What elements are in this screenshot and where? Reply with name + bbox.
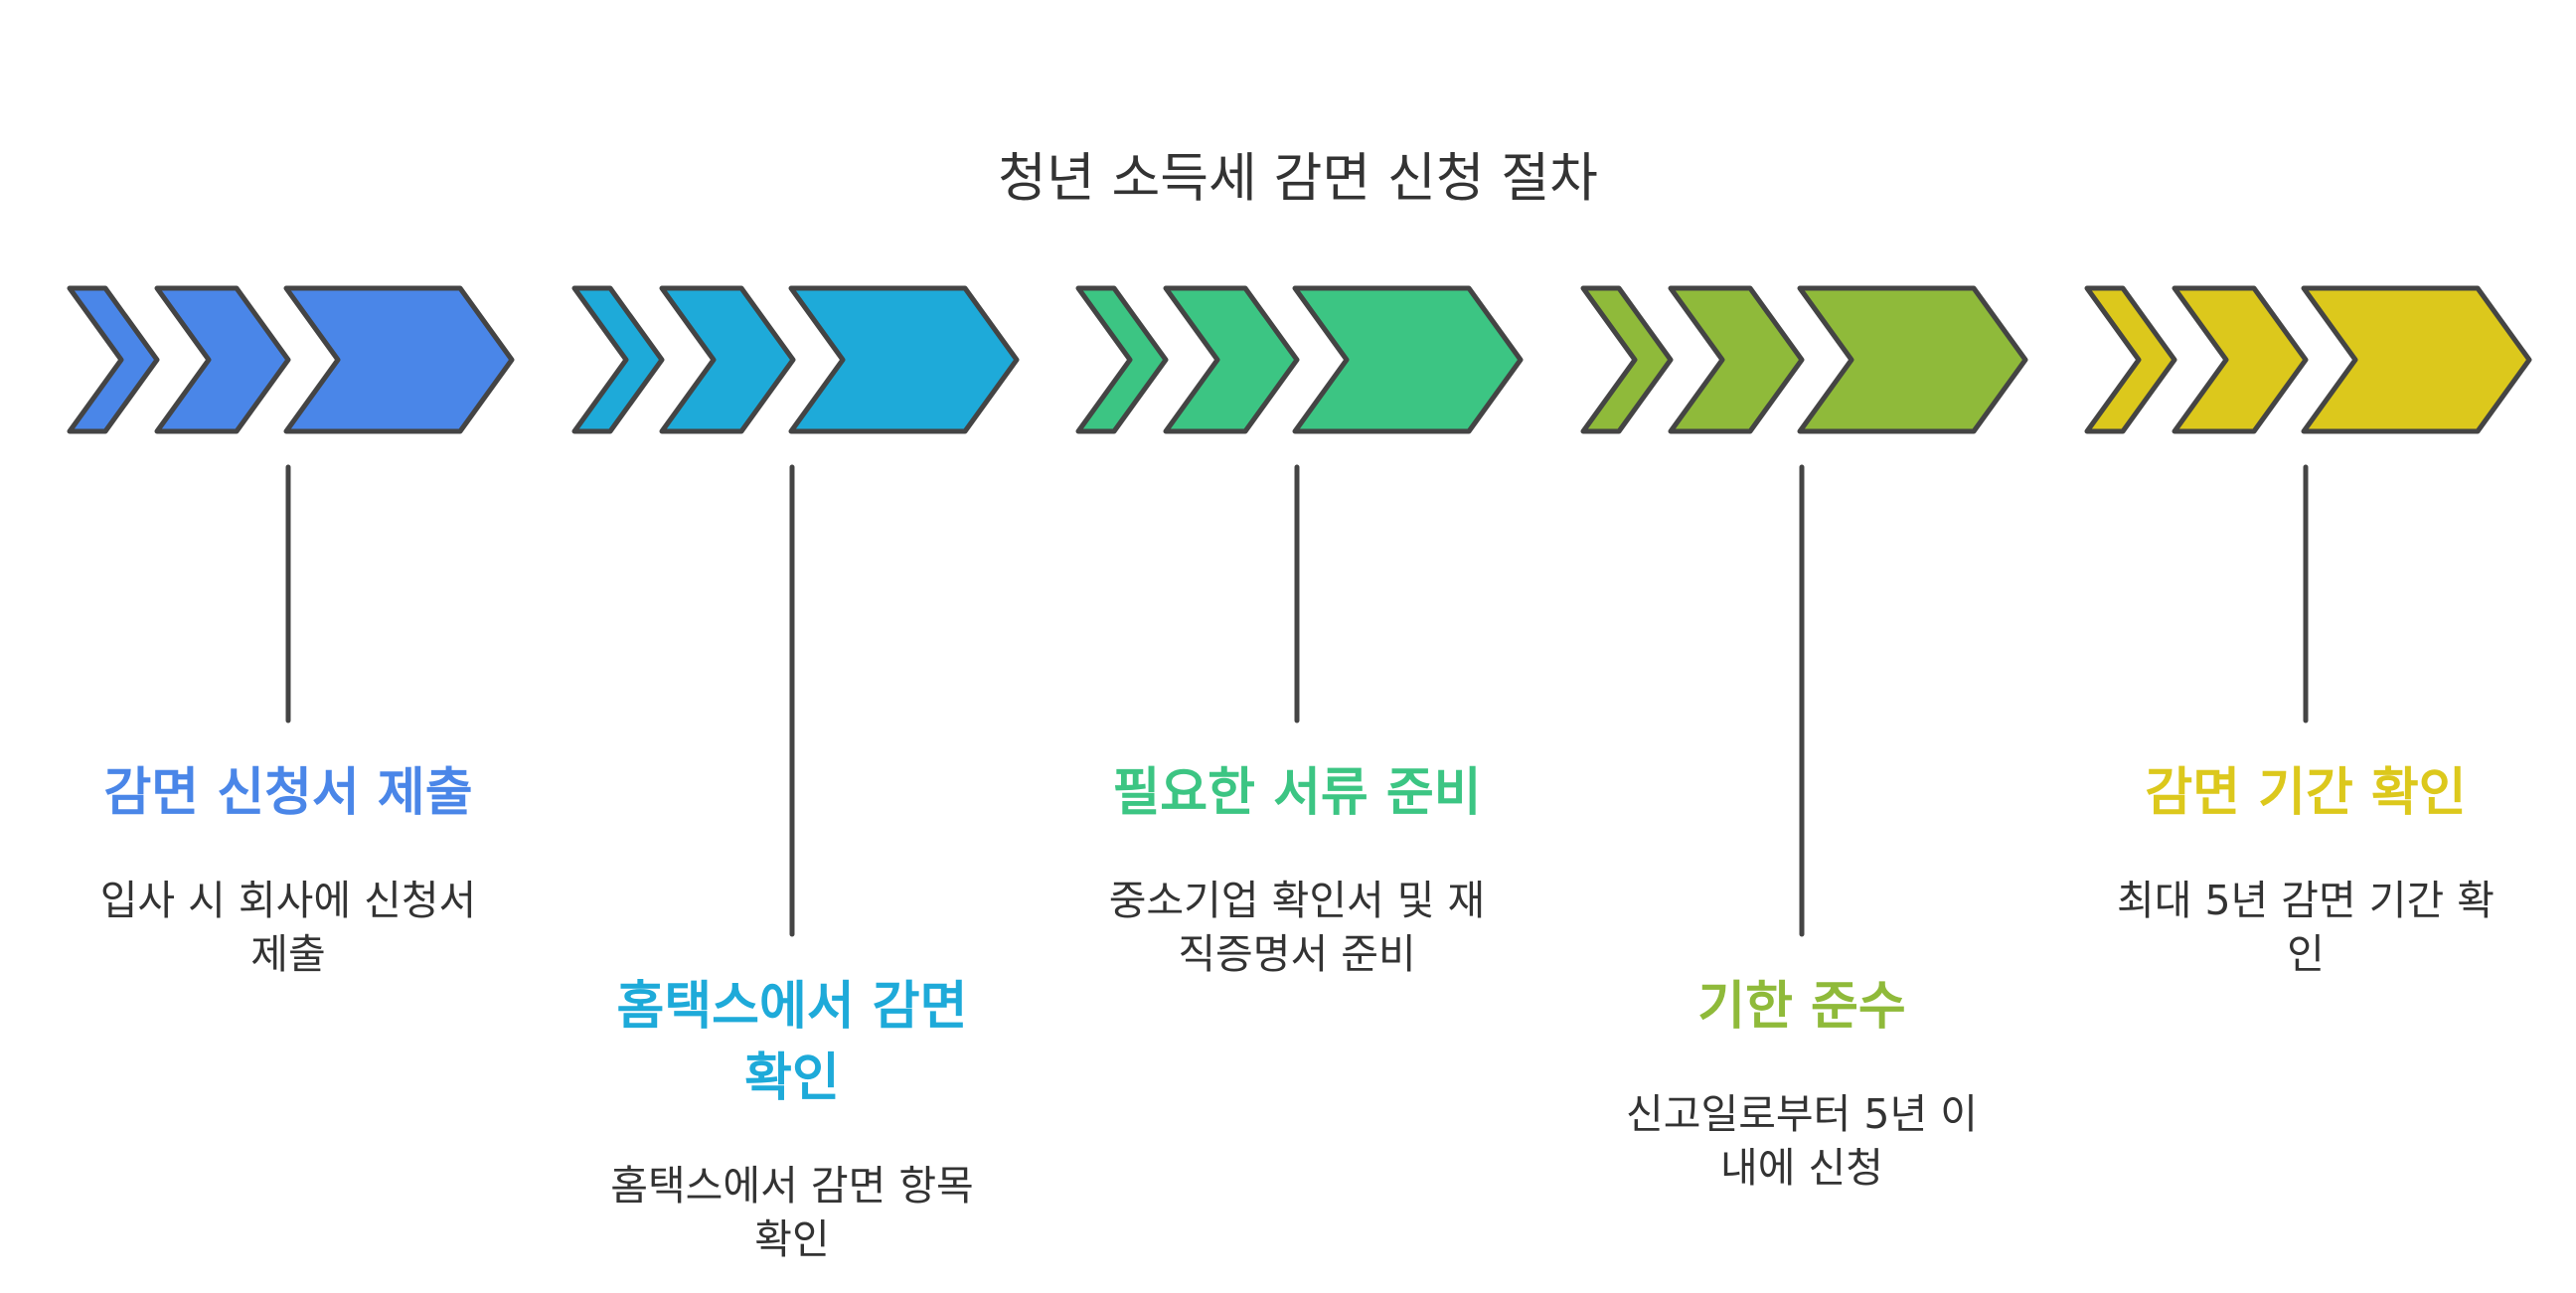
step-1-desc-line: 입사 시 회사에 신청서 [100,877,477,924]
step-1-chevron-2 [154,285,291,434]
step-4-chevron-1 [1580,285,1674,434]
diagram-title: 청년 소득세 감면 신청 절차 [998,148,1598,209]
step-2-chevron-1 [571,285,665,434]
step-1-desc-line: 제출 [250,930,325,978]
step-1-chevron-3 [283,285,515,434]
step-2-desc-line: 확인 [754,1215,829,1263]
step-4-title-line: 기한 준수 [1697,977,1905,1037]
step-1-chevron-1 [67,285,160,434]
step-2-title-line: 확인 [744,1049,840,1108]
step-4-desc-line: 신고일로부터 5년 이 [1626,1090,1978,1138]
step-4-chevron-2 [1668,285,1805,434]
step-5-title-line: 감면 기간 확인 [2145,763,2466,823]
step-5-chevron-2 [2172,285,2309,434]
step-3-title-line: 필요한 서류 준비 [1112,763,1481,823]
step-5-desc-line: 최대 5년 감면 기간 확 [2117,877,2495,924]
step-3-chevron-1 [1075,285,1169,434]
step-3-chevron-2 [1163,285,1300,434]
step-4-desc-line: 내에 신청 [1720,1144,1883,1192]
step-5-chevron-3 [2301,285,2532,434]
step-1-title-line: 감면 신청서 제출 [103,763,472,823]
step-4-chevron-3 [1797,285,2028,434]
step-2-desc-line: 홈택스에서 감면 항목 [610,1162,974,1210]
step-2-title-line: 홈택스에서 감면 [617,977,968,1037]
step-5-chevron-1 [2084,285,2177,434]
step-3-desc-line: 중소기업 확인서 및 재 [1109,877,1486,924]
step-3-desc-line: 직증명서 준비 [1178,930,1415,978]
step-2-chevron-3 [788,285,1020,434]
step-2-chevron-2 [659,285,796,434]
step-5-desc-line: 인 [2287,930,2325,978]
step-3-chevron-3 [1292,285,1524,434]
